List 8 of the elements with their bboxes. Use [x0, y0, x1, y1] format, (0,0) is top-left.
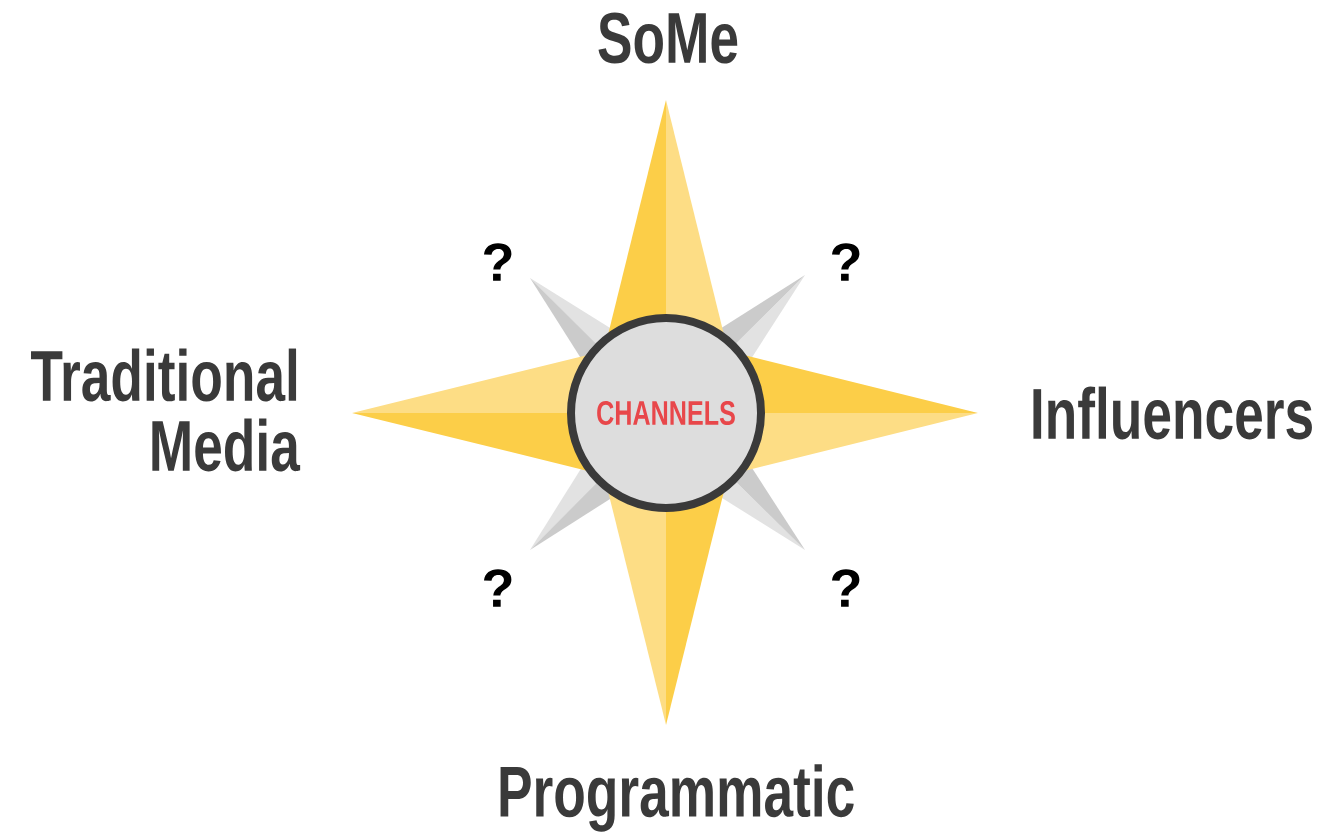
direction-label: SoMe [598, 12, 738, 64]
direction-label: Traditional Media [31, 348, 301, 472]
question-mark: ? [832, 569, 860, 607]
question-mark: ? [832, 243, 860, 281]
question-mark: ? [484, 243, 512, 281]
question-mark: ? [484, 569, 512, 607]
direction-label: Influencers [1033, 386, 1312, 440]
direction-label: Programmatic [500, 764, 854, 832]
